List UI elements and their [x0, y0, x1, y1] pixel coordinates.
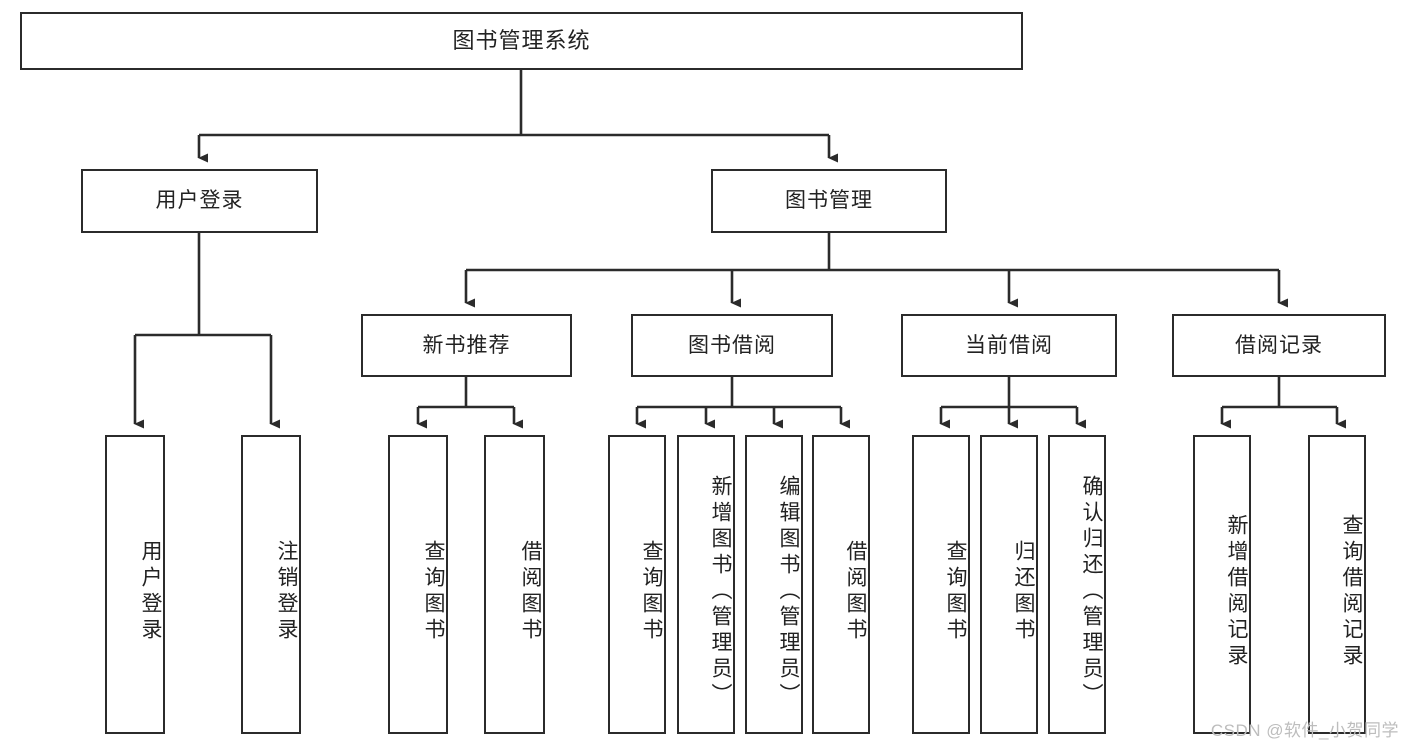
node-root-system[interactable]: 图书管理系统	[20, 12, 1023, 70]
node-borrow-record[interactable]: 借阅记录	[1172, 314, 1386, 377]
leaf-user-login[interactable]: 用户登录	[105, 435, 165, 734]
leaf-logout-login[interactable]: 注销登录	[241, 435, 301, 734]
node-user-login[interactable]: 用户登录	[81, 169, 318, 233]
node-current-borrow[interactable]: 当前借阅	[901, 314, 1117, 377]
leaf-add-book-admin[interactable]: 新增图书（管理员）	[677, 435, 735, 734]
leaf-borrow-book[interactable]: 借阅图书	[812, 435, 870, 734]
leaf-edit-book-admin[interactable]: 编辑图书（管理员）	[745, 435, 803, 734]
node-book-borrow[interactable]: 图书借阅	[631, 314, 833, 377]
leaf-borrow-book-recommend[interactable]: 借阅图书	[484, 435, 545, 734]
leaf-query-book-current[interactable]: 查询图书	[912, 435, 970, 734]
leaf-return-book[interactable]: 归还图书	[980, 435, 1038, 734]
leaf-query-book-borrow[interactable]: 查询图书	[608, 435, 666, 734]
leaf-query-book-recommend[interactable]: 查询图书	[388, 435, 448, 734]
leaf-add-borrow-record[interactable]: 新增借阅记录	[1193, 435, 1251, 734]
csdn-watermark: CSDN @软件_小贺同学	[1210, 721, 1399, 740]
leaf-confirm-return-admin[interactable]: 确认归还（管理员）	[1048, 435, 1106, 734]
node-new-book-recommend[interactable]: 新书推荐	[361, 314, 572, 377]
leaf-query-borrow-record[interactable]: 查询借阅记录	[1308, 435, 1366, 734]
node-book-management[interactable]: 图书管理	[711, 169, 947, 233]
